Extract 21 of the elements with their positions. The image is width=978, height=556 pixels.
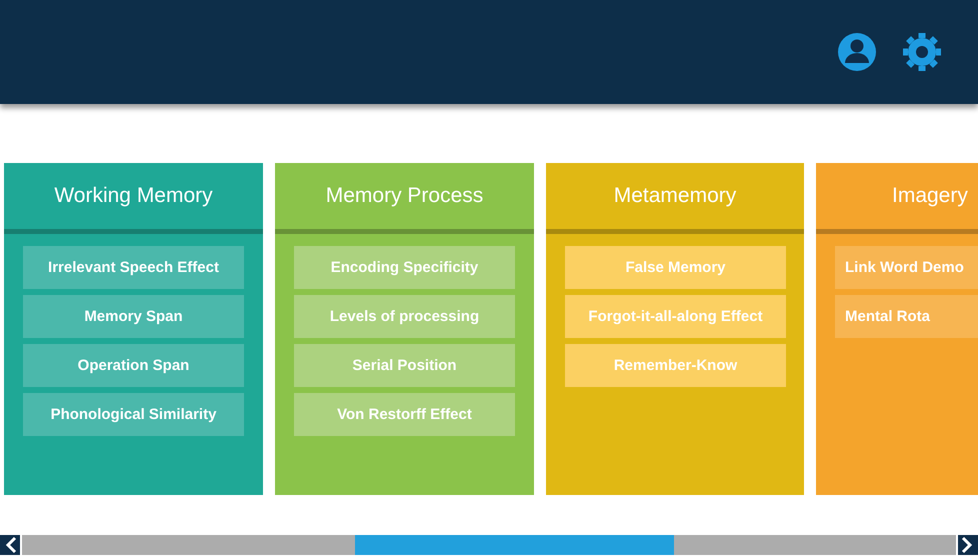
category-card	[816, 163, 978, 495]
topic-item: Mental Rota	[835, 295, 978, 338]
topic-item: Irrelevant Speech Effect	[23, 246, 244, 289]
topic-item: Remember-Know	[565, 344, 786, 387]
topic-item: Forgot-it-all-along Effect	[565, 295, 786, 338]
card-title: Memory Process	[326, 184, 484, 208]
topic-item: Encoding Specificity	[294, 246, 515, 289]
topic-item: False Memory	[565, 246, 786, 289]
topic-item: Operation Span	[23, 344, 244, 387]
topic-item: Serial Position	[294, 344, 515, 387]
card-title: Metamemory	[614, 184, 736, 208]
topic-item: Link Word Demo	[835, 246, 978, 289]
topic-item: Von Restorff Effect	[294, 393, 515, 436]
card-title: Working Memory	[54, 184, 213, 208]
topic-item: Levels of processing	[294, 295, 515, 338]
card-title: Imagery	[892, 184, 968, 208]
topic-item: Phonological Similarity	[23, 393, 244, 436]
topic-item: Memory Span	[23, 295, 244, 338]
category-card	[546, 163, 804, 495]
category-card	[275, 163, 534, 495]
category-card	[4, 163, 263, 495]
